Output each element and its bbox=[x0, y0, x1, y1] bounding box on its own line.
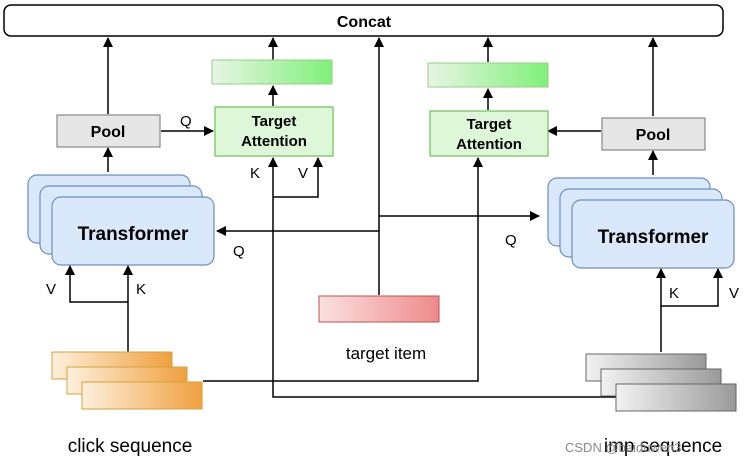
watermark-text: CSDN @baiduwen3 bbox=[565, 440, 682, 455]
edge-label-q-transformer-right: Q bbox=[505, 232, 517, 249]
click-sequence-label: click sequence bbox=[68, 436, 193, 457]
target-attention-right: Target Attention bbox=[429, 110, 549, 157]
imp-sequence-stack bbox=[585, 353, 737, 412]
click-sequence-stack bbox=[51, 351, 203, 410]
concat-box: Concat bbox=[3, 4, 724, 37]
target-item-box bbox=[318, 295, 440, 323]
svg-text:Target: Target bbox=[467, 116, 512, 133]
connectors bbox=[65, 37, 723, 398]
svg-text:Target: Target bbox=[252, 113, 297, 130]
target-attention-left: Target Attention bbox=[214, 106, 334, 157]
output-vector-right bbox=[427, 62, 549, 88]
edge-label-v-attention-left: V bbox=[298, 165, 308, 182]
transformer-left-label: Transformer bbox=[78, 224, 189, 245]
transformer-stack-left: Transformer bbox=[27, 174, 215, 266]
edge-label-q-transformer-left: Q bbox=[233, 243, 245, 260]
edge-label-k-transformer-left: K bbox=[136, 281, 146, 298]
transformer-right-label: Transformer bbox=[598, 227, 709, 248]
edge-label-v-transformer-left: V bbox=[46, 281, 56, 298]
edge-label-v-transformer-right: V bbox=[729, 285, 739, 302]
output-vector-left bbox=[211, 59, 333, 85]
svg-text:Pool: Pool bbox=[636, 127, 671, 144]
edge-label-k-transformer-right: K bbox=[669, 285, 679, 302]
svg-text:Pool: Pool bbox=[91, 124, 126, 141]
edge-label-k-attention-left: K bbox=[250, 165, 260, 182]
edge-label-q-pool: Q bbox=[180, 113, 192, 130]
concat-label: Concat bbox=[337, 14, 392, 31]
svg-text:Attention: Attention bbox=[456, 136, 522, 153]
target-item-label: target item bbox=[346, 344, 426, 363]
pool-box-left: Pool bbox=[56, 114, 161, 148]
svg-text:Attention: Attention bbox=[241, 133, 307, 150]
imp-sequence-label: imp sequence bbox=[604, 436, 722, 457]
transformer-stack-right: Transformer bbox=[547, 177, 735, 269]
edge-labels: Q K V Q Q V K K V bbox=[46, 113, 739, 302]
pool-box-right: Pool bbox=[601, 117, 706, 151]
